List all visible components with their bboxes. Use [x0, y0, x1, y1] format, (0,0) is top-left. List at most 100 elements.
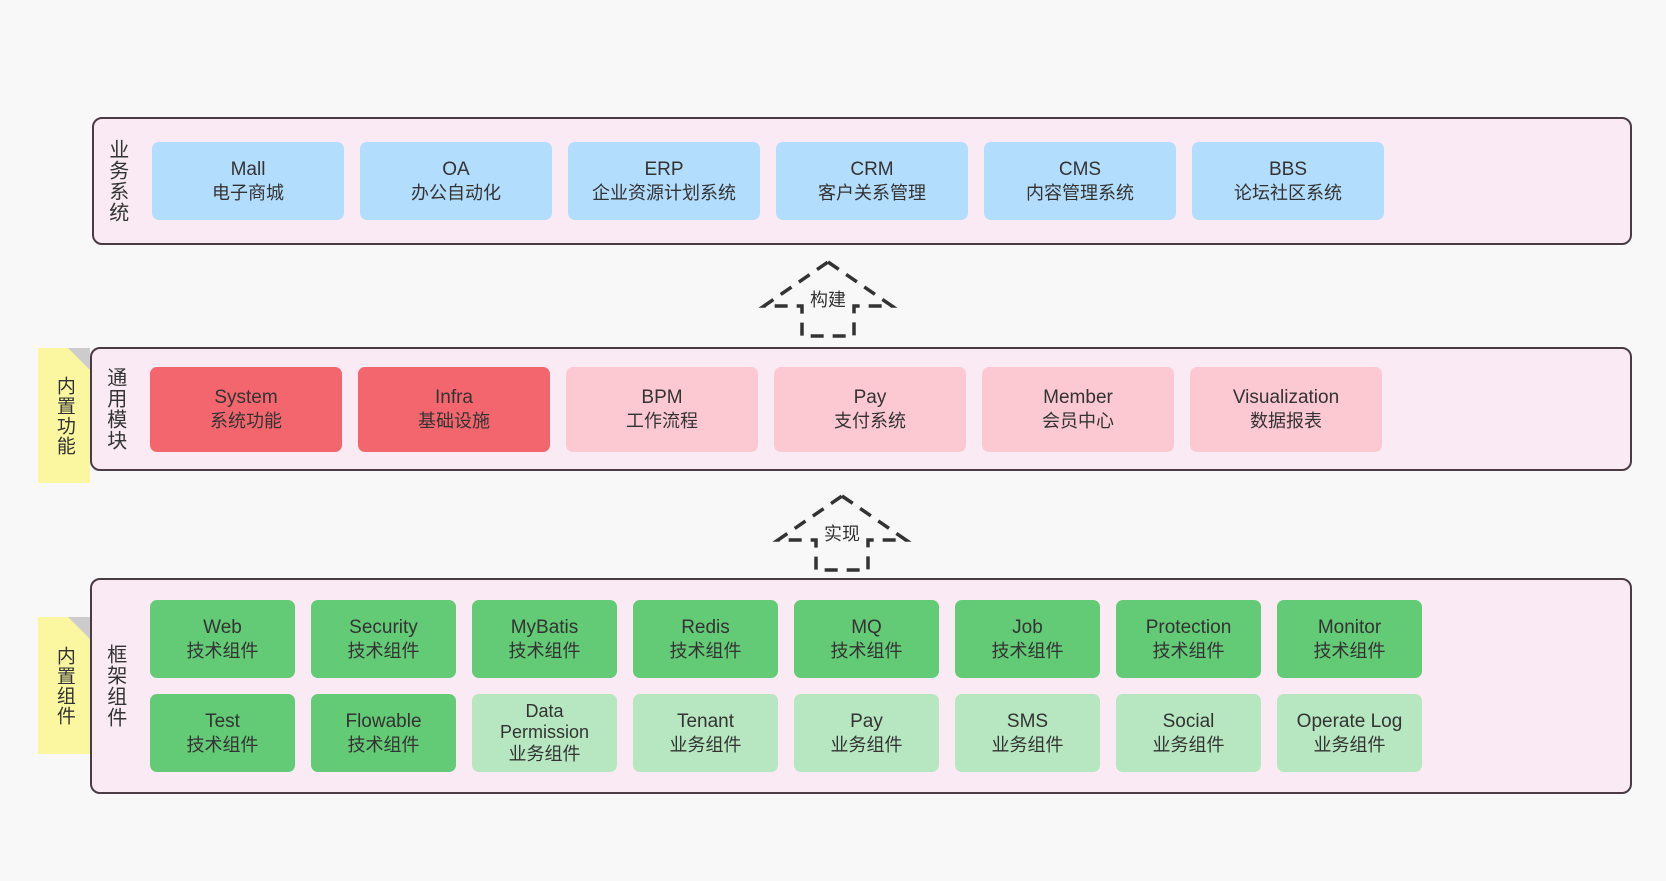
node-title: Pay: [853, 386, 887, 408]
layer-title-business: 业务系统: [105, 139, 128, 223]
node-subtitle: 技术组件: [186, 640, 259, 661]
business-node-row: Mall 电子商城 OA 办公自动化 ERP 企业资源计划系统 CRM 客户关系…: [152, 142, 1616, 220]
node-mq[interactable]: MQ 技术组件: [794, 600, 939, 678]
node-subtitle: 技术组件: [508, 640, 581, 661]
layer-body-framework: Web 技术组件 Security 技术组件 MyBatis 技术组件 Redi…: [136, 580, 1630, 792]
node-oa[interactable]: OA 办公自动化: [360, 142, 552, 220]
node-subtitle: 企业资源计划系统: [592, 182, 736, 203]
node-erp[interactable]: ERP 企业资源计划系统: [568, 142, 760, 220]
layer-title-framework: 框架组件: [103, 644, 126, 728]
node-title: Redis: [681, 616, 730, 638]
node-title: CRM: [850, 158, 894, 180]
arrow-build: 构建: [758, 258, 898, 340]
node-mall[interactable]: Mall 电子商城: [152, 142, 344, 220]
note-builtin-function: 内置功能: [38, 348, 90, 483]
node-title: Job: [1012, 616, 1043, 638]
node-subtitle: 业务组件: [669, 734, 742, 755]
node-mybatis[interactable]: MyBatis 技术组件: [472, 600, 617, 678]
node-subtitle: 业务组件: [991, 734, 1064, 755]
node-subtitle: 会员中心: [1042, 410, 1114, 431]
arrow-build-label: 构建: [810, 290, 846, 310]
node-subtitle: 办公自动化: [411, 182, 501, 203]
note-label: 内置功能: [53, 375, 75, 456]
node-subtitle: 技术组件: [1313, 640, 1386, 661]
node-security[interactable]: Security 技术组件: [311, 600, 456, 678]
node-tenant[interactable]: Tenant 业务组件: [633, 694, 778, 772]
layer-business-systems: 业务系统 Mall 电子商城 OA 办公自动化 ERP 企业资源计划系统 CRM…: [92, 117, 1632, 245]
node-pay-module[interactable]: Pay 支付系统: [774, 366, 966, 452]
node-crm[interactable]: CRM 客户关系管理: [776, 142, 968, 220]
node-title: Member: [1043, 386, 1113, 408]
node-title: Mall: [230, 158, 266, 180]
node-subtitle: 系统功能: [210, 410, 282, 431]
note-builtin-component: 内置组件: [38, 617, 90, 754]
node-subtitle: 技术组件: [991, 640, 1064, 661]
note-label: 内置组件: [53, 645, 75, 726]
arrow-implement-label: 实现: [824, 524, 860, 544]
node-web[interactable]: Web 技术组件: [150, 600, 295, 678]
node-protection[interactable]: Protection 技术组件: [1116, 600, 1261, 678]
node-subtitle: 基础设施: [418, 410, 490, 431]
node-title: Operate Log: [1296, 710, 1403, 732]
node-title: CMS: [1058, 158, 1102, 180]
node-title: SMS: [1006, 710, 1049, 732]
node-bbs[interactable]: BBS 论坛社区系统: [1192, 142, 1384, 220]
node-title: Data: [525, 700, 564, 721]
arrow-implement: 实现: [772, 492, 912, 574]
node-title: System: [214, 386, 278, 408]
node-data-permission[interactable]: Data Permission 业务组件: [472, 694, 617, 772]
node-subtitle: 业务组件: [1313, 734, 1386, 755]
node-title: Test: [205, 710, 240, 732]
node-member[interactable]: Member 会员中心: [982, 366, 1174, 452]
node-bpm[interactable]: BPM 工作流程: [566, 366, 758, 452]
node-subtitle: 技术组件: [186, 734, 259, 755]
node-title: BBS: [1268, 158, 1308, 180]
node-sms[interactable]: SMS 业务组件: [955, 694, 1100, 772]
node-title: MQ: [851, 616, 882, 638]
node-subtitle: 技术组件: [1152, 640, 1225, 661]
node-subtitle: 客户关系管理: [818, 182, 926, 203]
node-system[interactable]: System 系统功能: [150, 366, 342, 452]
note-fold-corner-icon: [68, 348, 90, 370]
node-title: Flowable: [345, 710, 422, 732]
node-visualization[interactable]: Visualization 数据报表: [1190, 366, 1382, 452]
node-test[interactable]: Test 技术组件: [150, 694, 295, 772]
node-title: OA: [442, 158, 470, 180]
layer-body-modules: System 系统功能 Infra 基础设施 BPM 工作流程 Pay 支付系统…: [136, 349, 1630, 469]
node-subtitle: 业务组件: [830, 734, 903, 755]
node-title: Security: [349, 616, 418, 638]
node-title: Web: [203, 616, 242, 638]
node-redis[interactable]: Redis 技术组件: [633, 600, 778, 678]
layer-framework-components: 框架组件 Web 技术组件 Security 技术组件 MyBatis 技术组件…: [90, 578, 1632, 794]
node-infra[interactable]: Infra 基础设施: [358, 366, 550, 452]
node-social[interactable]: Social 业务组件: [1116, 694, 1261, 772]
node-subtitle: 电子商城: [212, 182, 284, 203]
node-pay-component[interactable]: Pay 业务组件: [794, 694, 939, 772]
node-subtitle: 技术组件: [669, 640, 742, 661]
node-subtitle: 业务组件: [508, 743, 581, 764]
node-subtitle: 技术组件: [347, 640, 420, 661]
note-fold-corner-icon: [68, 617, 90, 639]
modules-node-row: System 系统功能 Infra 基础设施 BPM 工作流程 Pay 支付系统…: [150, 366, 1616, 452]
node-subtitle: 支付系统: [834, 410, 906, 431]
node-title: Pay: [850, 710, 883, 732]
node-flowable[interactable]: Flowable 技术组件: [311, 694, 456, 772]
node-cms[interactable]: CMS 内容管理系统: [984, 142, 1176, 220]
node-subtitle: 技术组件: [830, 640, 903, 661]
node-title: Protection: [1145, 616, 1232, 638]
node-operate-log[interactable]: Operate Log 业务组件: [1277, 694, 1422, 772]
node-title: Social: [1162, 710, 1215, 732]
node-job[interactable]: Job 技术组件: [955, 600, 1100, 678]
layer-body-business: Mall 电子商城 OA 办公自动化 ERP 企业资源计划系统 CRM 客户关系…: [138, 119, 1630, 243]
framework-tech-row: Web 技术组件 Security 技术组件 MyBatis 技术组件 Redi…: [150, 600, 1616, 678]
node-subtitle: 工作流程: [626, 410, 698, 431]
node-subtitle: 数据报表: [1250, 410, 1322, 431]
node-subtitle: 论坛社区系统: [1234, 182, 1342, 203]
node-monitor[interactable]: Monitor 技术组件: [1277, 600, 1422, 678]
layer-common-modules: 通用模块 System 系统功能 Infra 基础设施 BPM 工作流程 Pay…: [90, 347, 1632, 471]
node-title: ERP: [644, 158, 684, 180]
node-title: Visualization: [1232, 386, 1340, 408]
framework-biz-row: Test 技术组件 Flowable 技术组件 Data Permission …: [150, 694, 1616, 772]
node-title-line2: Permission: [499, 722, 590, 743]
